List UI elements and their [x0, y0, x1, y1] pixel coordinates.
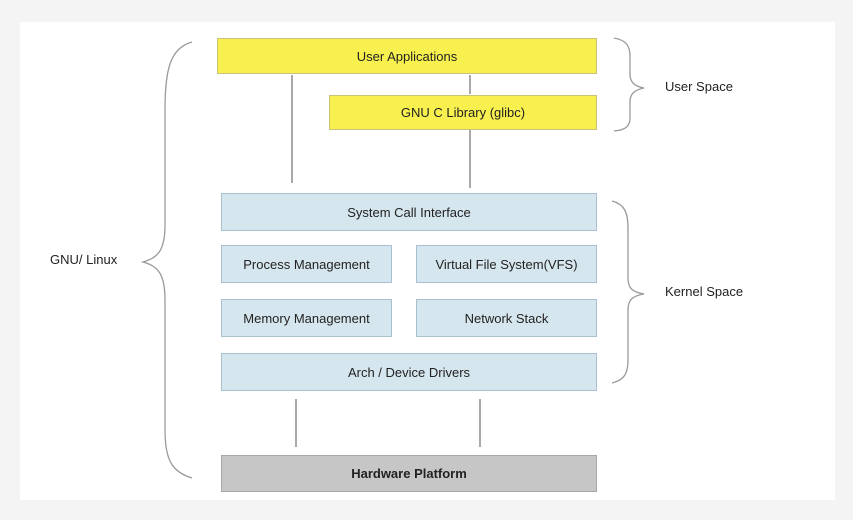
- process-management-box: Process Management: [221, 245, 392, 283]
- memory-management-box: Memory Management: [221, 299, 392, 337]
- user-space-label: User Space: [665, 79, 733, 94]
- hardware-platform-box: Hardware Platform: [221, 455, 597, 492]
- kernel-space-label: Kernel Space: [665, 284, 744, 299]
- network-stack-box: Network Stack: [416, 299, 597, 337]
- arch-device-drivers-box: Arch / Device Drivers: [221, 353, 597, 391]
- virtual-file-system-box: Virtual File System(VFS): [416, 245, 597, 283]
- glibc-box: GNU C Library (glibc): [329, 95, 597, 130]
- gnu-linux-label: GNU/ Linux: [50, 252, 118, 267]
- system-call-interface-box: System Call Interface: [221, 193, 597, 231]
- user-applications-box: User Applications: [217, 38, 597, 74]
